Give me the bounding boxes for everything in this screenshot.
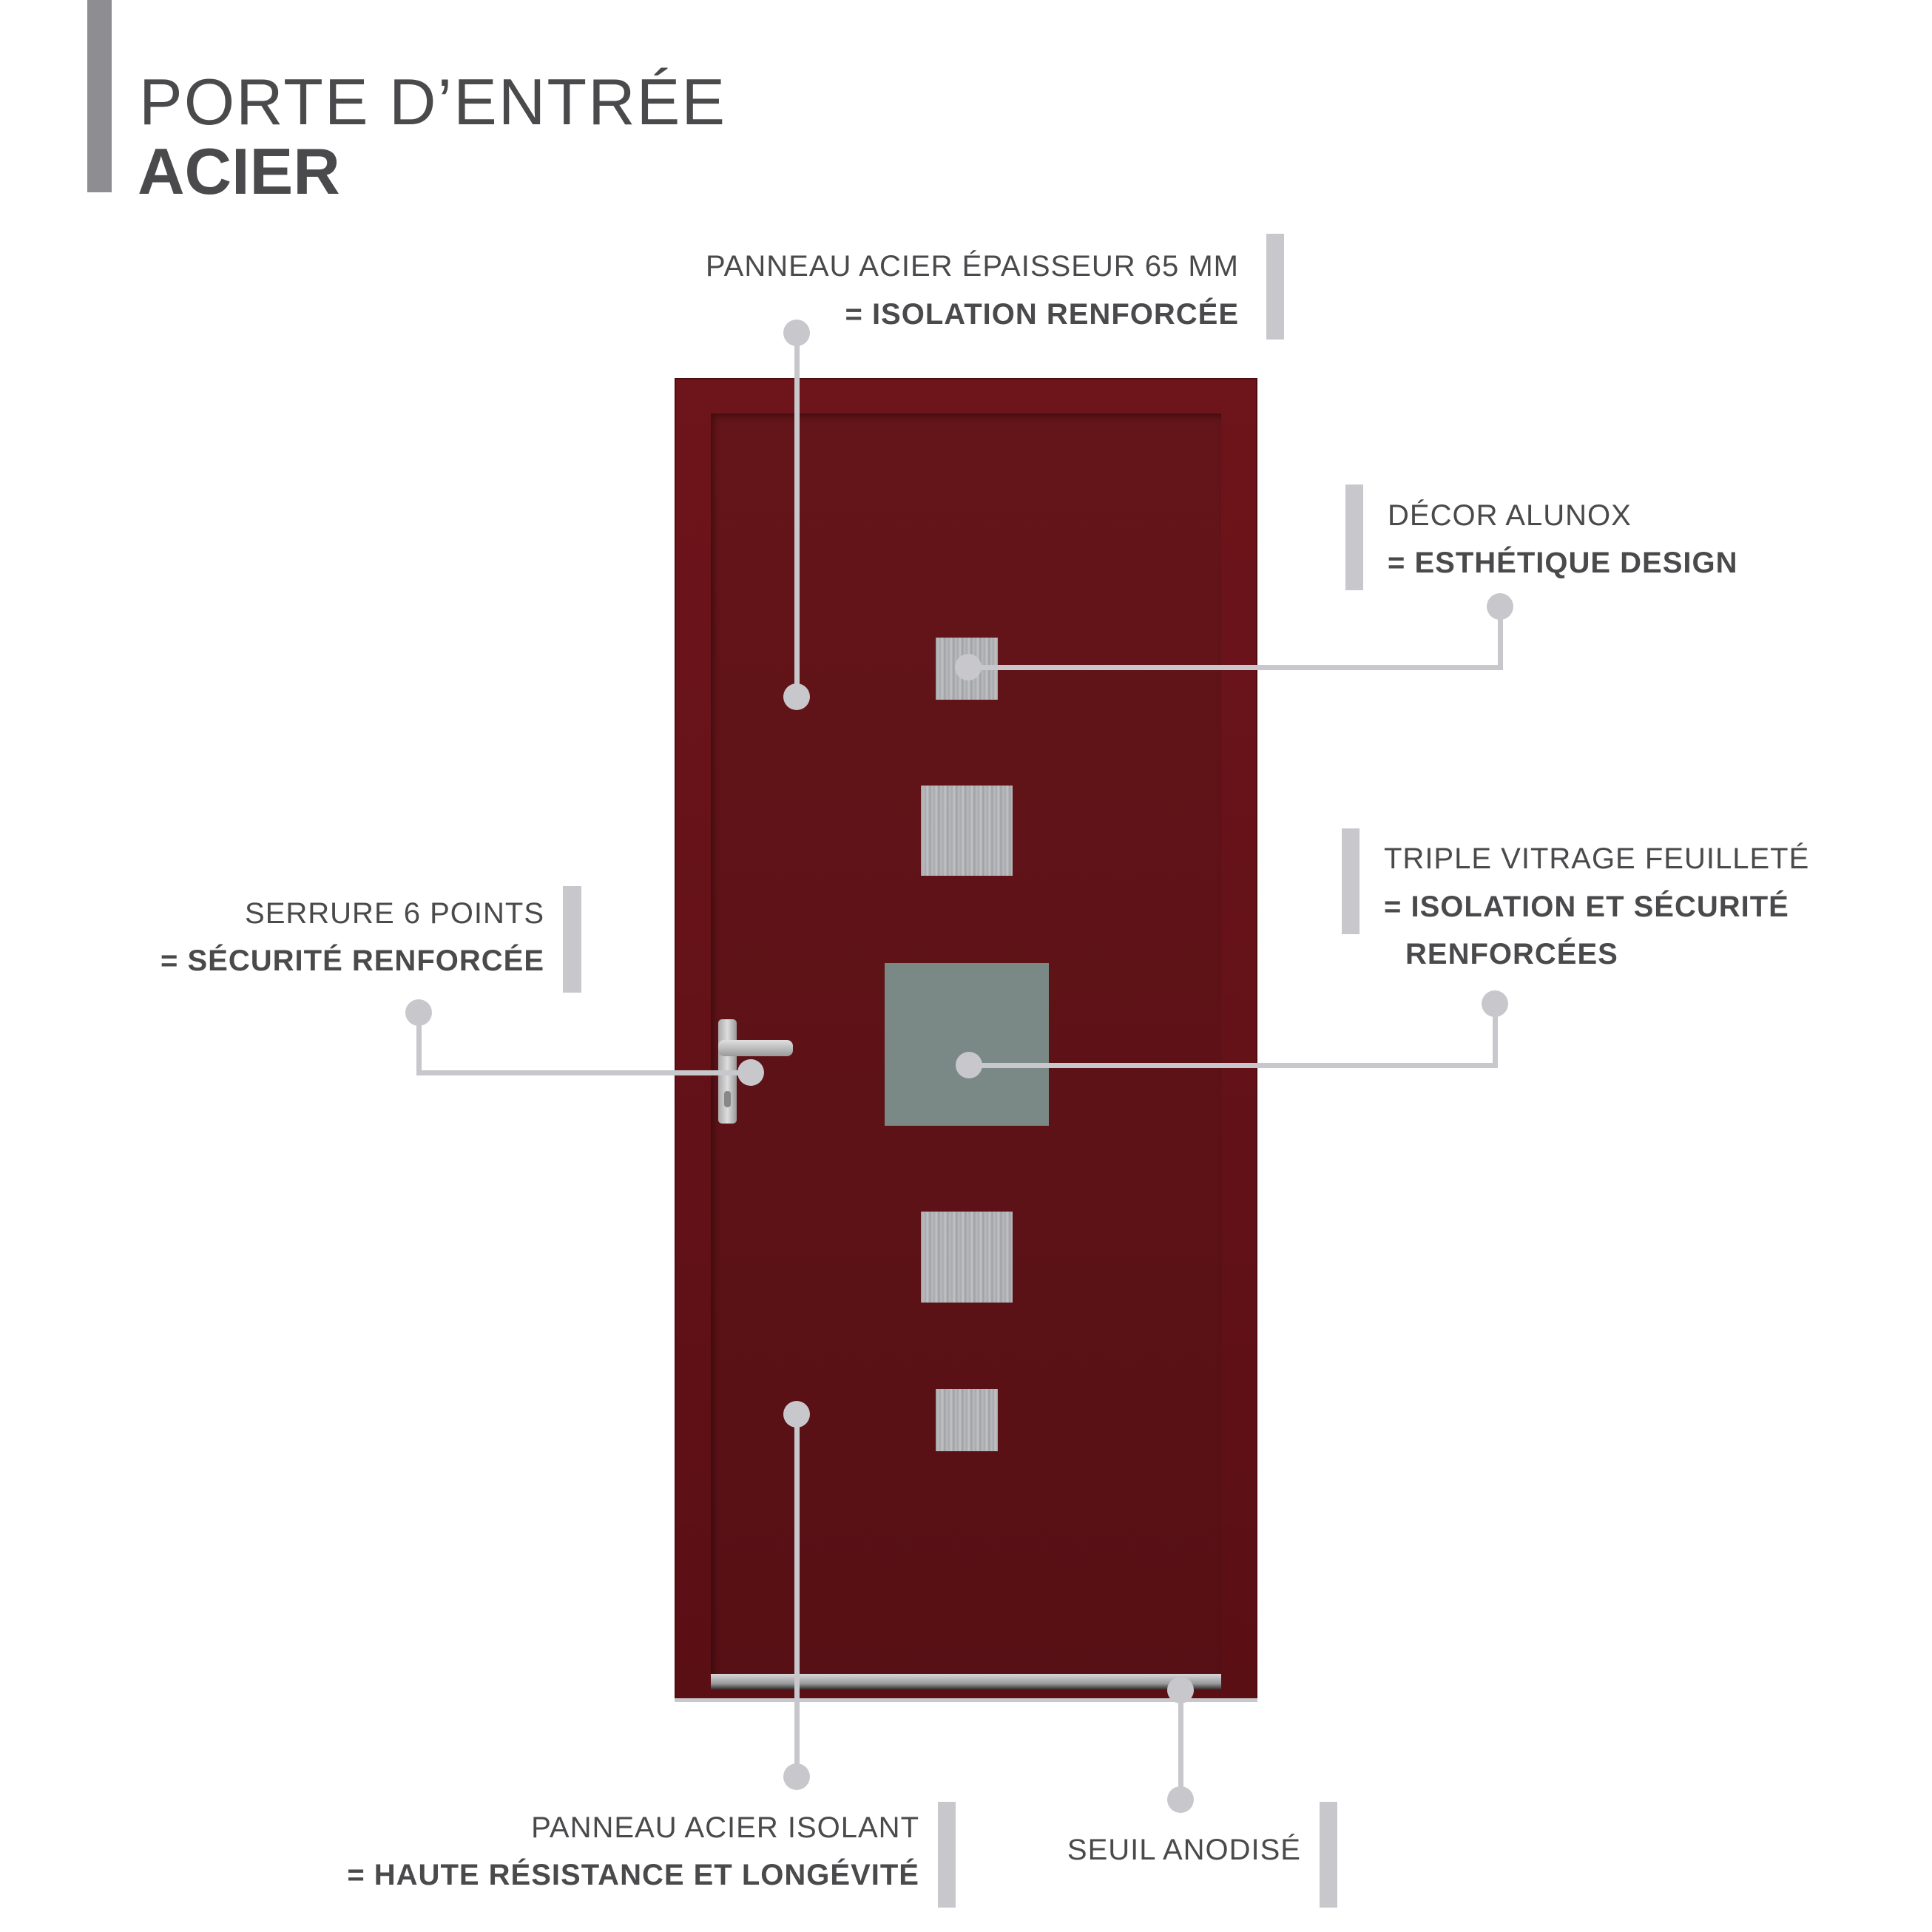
- callout-dot: [1482, 990, 1508, 1017]
- callout-panneau-isolant-line1: PANNEAU ACIER ISOLANT: [531, 1811, 919, 1844]
- callout-dot: [1167, 1786, 1194, 1813]
- callout-dot: [737, 1059, 764, 1086]
- callout-dot: [783, 320, 810, 346]
- callout-panneau-65-line1: PANNEAU ACIER ÉPAISSEUR 65 MM: [705, 250, 1239, 283]
- callout-decor-line1: DÉCOR ALUNOX: [1388, 499, 1632, 532]
- callout-line: [416, 1013, 422, 1075]
- callout-line: [416, 1070, 751, 1075]
- callout-bar: [1345, 484, 1363, 590]
- callout-bar: [1342, 828, 1360, 934]
- callout-dot: [783, 683, 810, 710]
- callout-line: [794, 1414, 800, 1777]
- door-threshold: [711, 1674, 1221, 1690]
- lock-cylinder: [724, 1091, 731, 1107]
- callout-line: [969, 1063, 1498, 1068]
- callout-bar: [938, 1802, 956, 1908]
- glass-panel: [885, 963, 1049, 1126]
- alunox-decor-3: [921, 1212, 1013, 1303]
- callout-serrure-line2: = SÉCURITÉ RENFORCÉE: [161, 945, 544, 977]
- floor-line: [675, 1698, 1257, 1702]
- callout-bar: [1266, 234, 1284, 340]
- callout-panneau-65-line2: = ISOLATION RENFORCÉE: [845, 298, 1239, 331]
- callout-line: [1493, 1004, 1498, 1067]
- callout-dot: [1167, 1677, 1194, 1703]
- callout-bar: [563, 886, 581, 993]
- callout-dot: [956, 1052, 982, 1078]
- page-title-line1: PORTE D’ENTRÉE: [139, 65, 727, 138]
- callout-serrure-line1: SERRURE 6 POINTS: [245, 897, 544, 930]
- callout-dot: [405, 999, 432, 1026]
- callout-dot: [783, 1763, 810, 1790]
- callout-seuil-line1: SEUIL ANODISÉ: [1067, 1834, 1301, 1866]
- callout-dot: [955, 654, 982, 680]
- alunox-decor-2: [921, 786, 1013, 876]
- callout-dot: [783, 1401, 810, 1428]
- alunox-decor-4: [936, 1389, 998, 1451]
- callout-vitrage-line3: RENFORCÉES: [1405, 938, 1618, 970]
- callout-line: [1178, 1690, 1183, 1800]
- callout-line: [968, 665, 1503, 670]
- title-accent-bar: [87, 0, 112, 192]
- callout-vitrage-line1: TRIPLE VITRAGE FEUILLETÉ: [1384, 842, 1810, 875]
- callout-line: [794, 333, 800, 697]
- callout-line: [1498, 607, 1503, 669]
- callout-decor-line2: = ESTHÉTIQUE DESIGN: [1388, 547, 1738, 579]
- callout-panneau-isolant-line2: = HAUTE RÉSISTANCE ET LONGÉVITÉ: [347, 1859, 919, 1891]
- door-handle: [718, 1040, 793, 1056]
- callout-bar: [1320, 1802, 1337, 1908]
- page-title-line2: ACIER: [138, 135, 340, 208]
- callout-vitrage-line2: = ISOLATION ET SÉCURITÉ: [1384, 891, 1789, 923]
- callout-dot: [1487, 593, 1513, 620]
